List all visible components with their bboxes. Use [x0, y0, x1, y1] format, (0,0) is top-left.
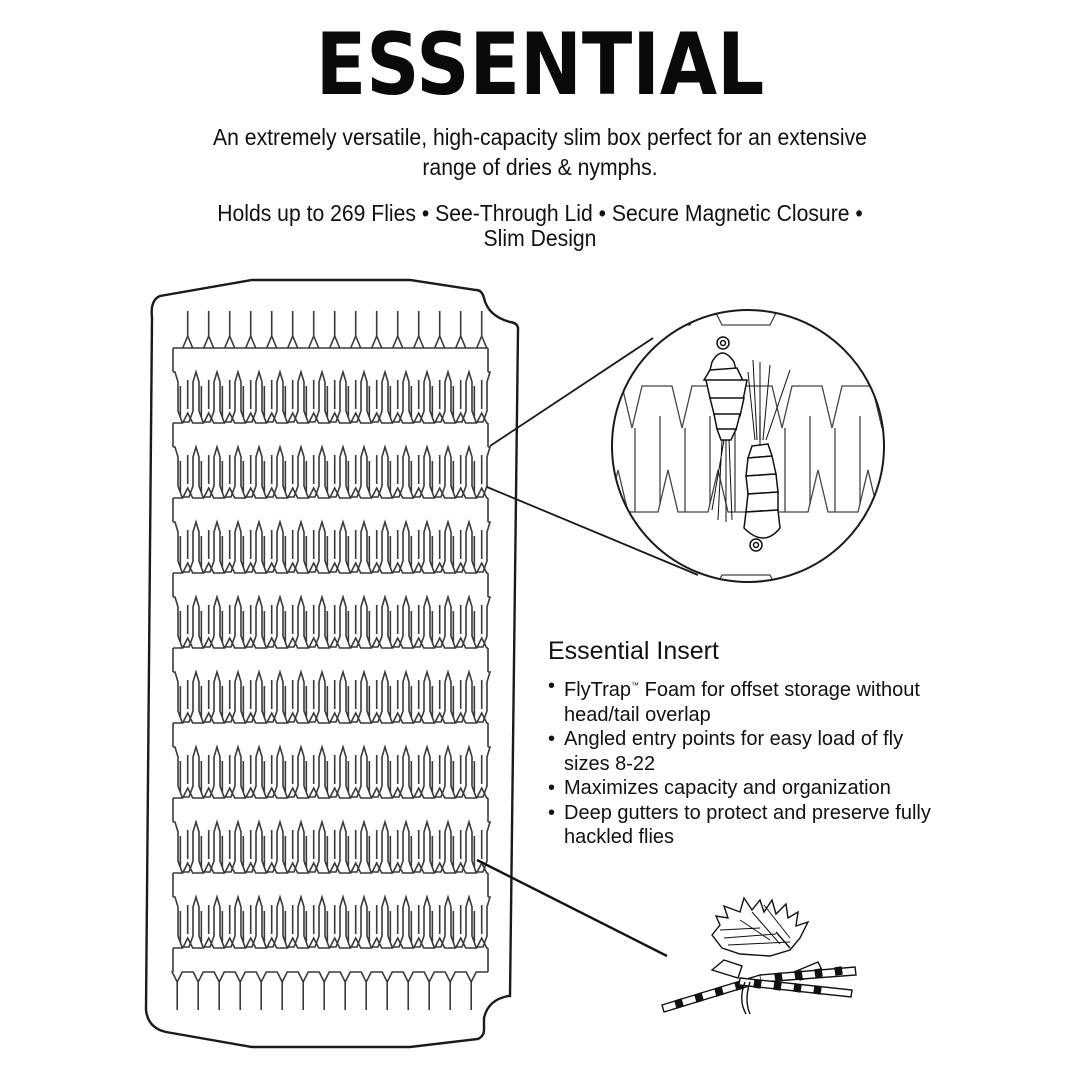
insert-feature-item: • Deep gutters to protect and preserve f…: [548, 801, 931, 849]
nymph-fly-icon: [702, 336, 748, 522]
feature-list: Holds up to 269 Flies • See-Through Lid …: [172, 201, 908, 251]
product-description: An extremely versatile, high-capacity sl…: [172, 122, 908, 182]
features-line-2: Slim Design: [483, 225, 597, 251]
description-line-2: range of dries & nymphs.: [422, 154, 658, 180]
foam-insert: [170, 311, 492, 1010]
page-title: ESSENTIAL: [315, 15, 765, 115]
dry-fly-icon: [661, 896, 857, 1015]
magnified-foam: [612, 310, 884, 582]
bullet-icon: •: [548, 728, 556, 750]
nymph-fly-icon-2: [743, 359, 791, 552]
insert-feature-list: • FlyTrap™ Foam for offset storage witho…: [548, 674, 988, 850]
insert-feature-item: • Maximizes capacity and organization: [548, 777, 891, 799]
callout-line-top: [489, 337, 654, 447]
box-outline: [144, 278, 520, 1049]
callout-line-bottom: [486, 486, 699, 576]
bullet-icon: •: [548, 801, 556, 824]
insert-heading: Essential Insert: [548, 637, 719, 665]
magnifier-circle: [611, 309, 885, 583]
features-line-1: Holds up to 269 Flies • See-Through Lid …: [217, 200, 863, 226]
bullet-icon: •: [548, 777, 556, 799]
description-line-1: An extremely versatile, high-capacity sl…: [213, 124, 867, 150]
callout-line-dry-fly: [476, 858, 668, 958]
insert-feature-item: • Angled entry points for easy load of f…: [548, 728, 904, 775]
insert-feature-item: • FlyTrap™ Foam for offset storage witho…: [548, 675, 920, 726]
insert-details: Essential Insert • FlyTrap™ Foam for off…: [548, 636, 988, 850]
bullet-icon: •: [548, 675, 556, 697]
trademark-symbol: ™: [631, 681, 640, 690]
